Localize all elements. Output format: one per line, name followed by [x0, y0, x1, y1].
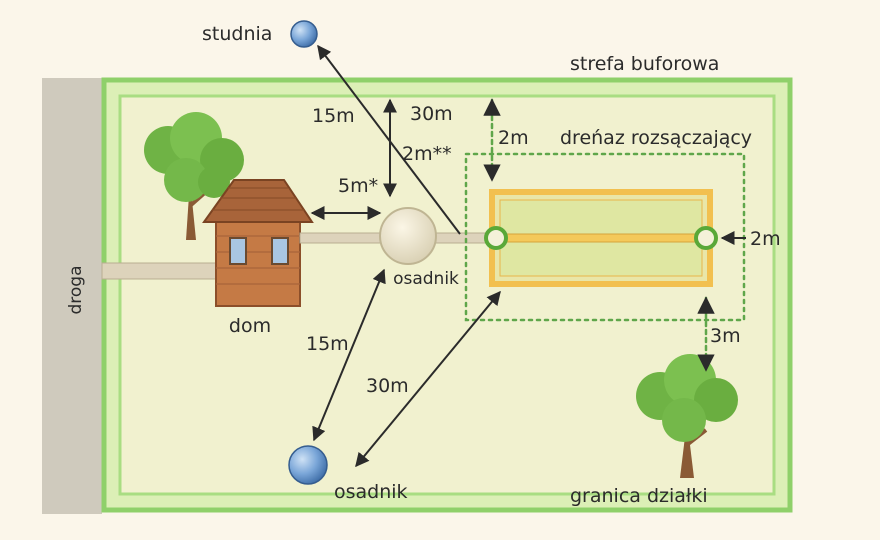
arrow-drain-to-well: [355, 290, 501, 468]
well-label: studnia: [202, 23, 272, 45]
well-icon: [290, 20, 318, 48]
house-icon: [202, 179, 314, 307]
dist-15m-lower: 15m: [306, 333, 349, 355]
dist-2m-stars: 2m**: [402, 143, 452, 165]
plot-boundary-label: granica działki: [570, 485, 708, 507]
drain-field-label: dreńaz rozsączający: [560, 127, 752, 149]
dist-30m-lower: 30m: [366, 375, 409, 397]
buffer-zone-label: strefa buforowa: [570, 53, 719, 75]
dist-well-15m: 15m: [312, 105, 355, 127]
dist-top-2m: 2m: [498, 127, 529, 149]
dist-bottom-3m: 3m: [710, 325, 741, 347]
drain-pipe: [495, 233, 707, 243]
inspection-shaft-right: [694, 226, 718, 250]
second-well-icon: [288, 445, 328, 485]
dist-30m: 30m: [410, 103, 453, 125]
tree-icon-2: [636, 354, 738, 478]
second-well-label: osadnik: [334, 481, 408, 503]
road-label: droga: [66, 265, 86, 314]
driveway: [101, 262, 223, 280]
house-label: dom: [229, 315, 271, 337]
inspection-shaft-left: [484, 226, 508, 250]
septic-tank-icon: [379, 207, 437, 265]
dist-right-2m: 2m: [750, 228, 781, 250]
road-strip: [42, 78, 102, 514]
septic-tank-label: osadnik: [393, 269, 459, 289]
tree-icon: [144, 112, 244, 240]
dist-5m: 5m*: [338, 175, 378, 197]
